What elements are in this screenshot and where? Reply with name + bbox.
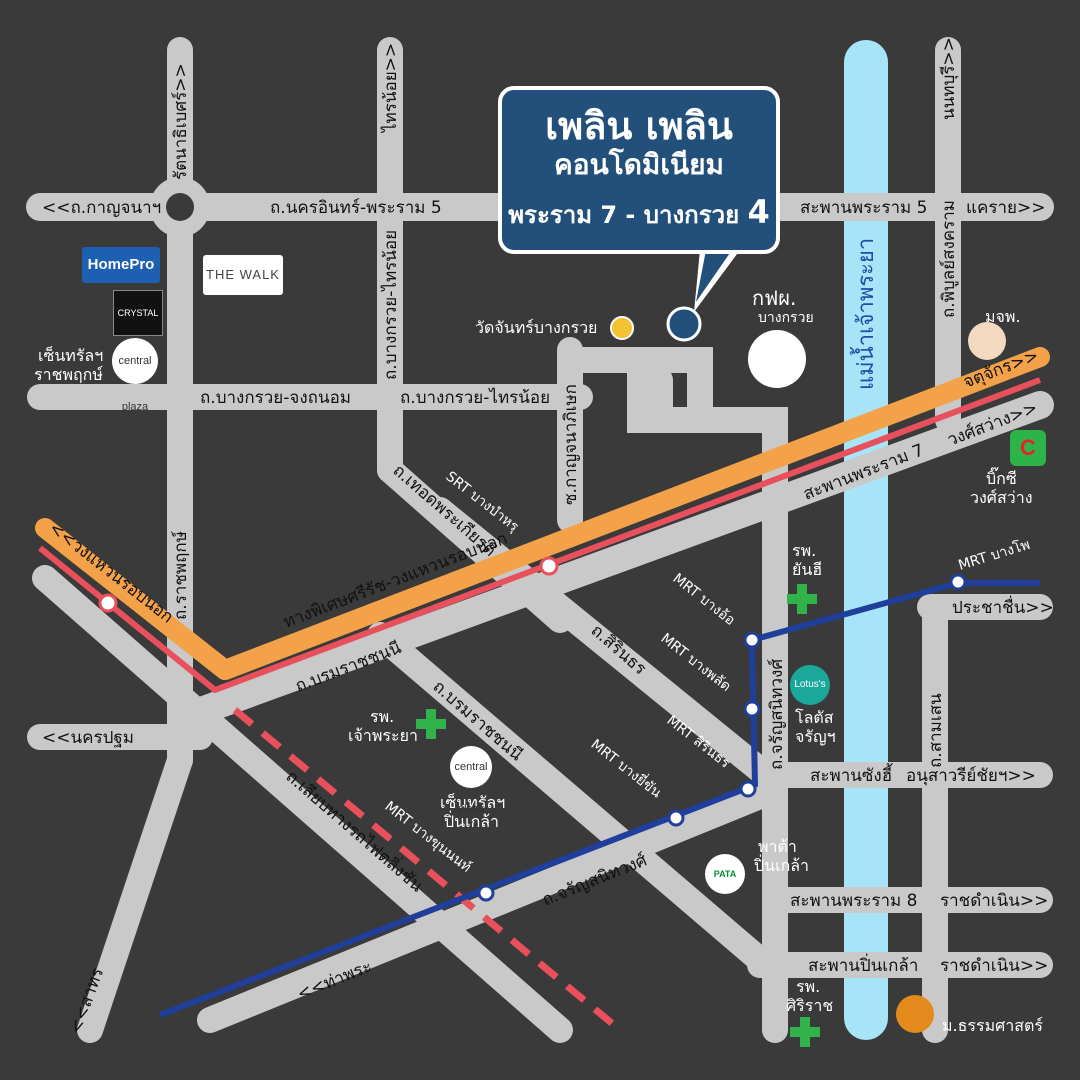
temple-marker xyxy=(610,316,634,340)
label-samsen: ถ.สามเสน xyxy=(926,693,946,768)
project-location-text: พระราม 7 - บางกรวย xyxy=(508,201,740,229)
label-siriraj-2: ศิริราช xyxy=(786,996,833,1015)
label-pata-2: ปิ่นเกล้า xyxy=(754,854,809,875)
label-wat-chan: วัดจันทร์บางกรวย xyxy=(475,318,597,337)
road-rama7-borommaratchachonnani xyxy=(176,391,1054,729)
mrt-station-bang-o xyxy=(743,631,761,649)
label-sainoi: ไทรน้อย>> xyxy=(380,43,401,134)
stations xyxy=(98,556,967,902)
label-soi-kanchanaphisek: ซ.กาญจนาภิเษก xyxy=(561,384,581,505)
mrt-station-bang-khun-non xyxy=(477,884,495,902)
road-rail-line xyxy=(32,565,573,1043)
label-central-ratchaphruek-1: เซ็นทรัลฯ xyxy=(38,345,103,365)
srt-station-west xyxy=(98,593,118,613)
label-central-pinklao-1: เซ็นทรัลฯ xyxy=(440,792,505,812)
crystal-logo: CRYSTAL xyxy=(113,290,163,336)
label-bangkruai-chongthanom: ถ.บางกรวย-จงถนอม xyxy=(200,388,351,408)
label-yanhee-2: ยันฮี xyxy=(792,560,822,579)
label-ratchadamnoen-2: ราชดำเนิน>> xyxy=(940,956,1048,976)
label-lotus-1: โลตัส xyxy=(795,708,834,727)
project-type: คอนโดมิเนียม xyxy=(554,148,724,181)
label-bigc-1: บิ๊กซี xyxy=(986,467,1017,488)
callout-pointer-inner xyxy=(696,250,732,302)
label-rama8-bridge: สะพานพระราม 8 xyxy=(790,891,917,911)
homepro-logo: HomePro xyxy=(82,247,160,283)
thewalk-logo: THE WALK xyxy=(203,255,283,295)
label-siriraj-1: รพ. xyxy=(796,977,820,996)
srt-station-bang-bamru xyxy=(539,556,559,576)
central-ratchaphruek-logo: central plaza xyxy=(112,338,158,413)
label-ratchadamnoen-1: ราชดำเนิน>> xyxy=(940,891,1048,911)
mcc-seal-icon xyxy=(968,322,1006,360)
hospital-icons xyxy=(416,584,820,1047)
hospital-icon-chaophraya xyxy=(416,709,446,739)
mrt-station-sirindhorn xyxy=(739,780,757,798)
road-sirinthorn xyxy=(427,497,773,783)
project-name: เพลิน เพลิน xyxy=(545,104,733,148)
label-sang-hi-bridge: สะพานซังฮี้ xyxy=(810,763,893,786)
label-pata-1: พาต้า xyxy=(758,837,797,856)
label-chaophraya-2: เจ้าพระยา xyxy=(348,726,418,745)
label-kanchana: <<ถ.กาญจนาฯ xyxy=(42,198,161,218)
label-chaophraya-1: รพ. xyxy=(370,707,394,726)
project-phase-number: 4 xyxy=(747,193,770,231)
label-rattanathibet: รัตนาธิเบศร์>> xyxy=(171,63,191,180)
project-title-callout: เพลิน เพลิน คอนโดมิเนียม พระราม 7 - บางก… xyxy=(498,86,780,254)
label-mcc: มจพ. xyxy=(985,307,1021,326)
mrt-station-bang-pho xyxy=(949,573,967,591)
road-borommaratchachonnani-2 xyxy=(367,622,773,973)
label-yanhee-1: รพ. xyxy=(792,541,816,560)
expressway-line xyxy=(35,347,1050,680)
label-nonthaburi: นนทบุรี>> xyxy=(939,37,959,120)
roundabout-center xyxy=(166,193,194,221)
label-central-ratchaphruek-2: ราชพฤกษ์ xyxy=(34,365,103,384)
road-charan-h xyxy=(197,777,788,1033)
road-sathon-link xyxy=(77,747,193,1043)
label-thammasat: ม.ธรรมศาสตร์ xyxy=(942,1016,1043,1035)
label-egat-2: บางกรวย xyxy=(758,310,814,326)
rail-dashed-line xyxy=(232,707,623,1033)
label-bigc-2: วงศ์สว่าง xyxy=(970,488,1033,507)
hospital-icon-yanhee xyxy=(787,584,817,614)
egat-logo xyxy=(748,330,806,388)
mrt-station-bang-phlat xyxy=(743,700,761,718)
central-pinklao-logo: central plaza xyxy=(450,746,492,815)
label-pinklao-bridge: สะพานปิ่นเกล้า xyxy=(808,953,918,976)
label-khae-rai: แคราย>> xyxy=(966,198,1045,218)
chao-phraya-river xyxy=(844,40,888,1040)
mrt-station-bang-yi-khan xyxy=(667,809,685,827)
road-egat-loop xyxy=(557,347,713,423)
label-central-pinklao-2: ปิ่นเกล้า xyxy=(444,810,499,831)
label-ratchaphruek: ถ.ราชพฤกษ์ xyxy=(171,531,191,620)
srt-line xyxy=(38,377,1042,693)
label-phibun-songkhram: ถ.พิบูลย์สงคราม xyxy=(939,200,959,318)
label-prachachuen: ประชาชื่น>> xyxy=(952,595,1054,618)
label-nakhon-in: ถ.นครอินทร์-พระราม 5 xyxy=(270,198,442,218)
pata-logo: PATA xyxy=(705,854,745,894)
lotus-logo: Lotus's xyxy=(790,665,830,705)
condo-location-marker[interactable] xyxy=(666,306,702,342)
road-charan-v xyxy=(627,347,788,1043)
label-anusawari: อนุสาวรีย์ชัยฯ>> xyxy=(906,766,1036,786)
hospital-icon-siriraj xyxy=(790,1017,820,1047)
label-bangkruai-sainoi-h: ถ.บางกรวย-ไทรน้อย xyxy=(400,387,550,408)
label-rama5-bridge: สะพานพระราม 5 xyxy=(800,198,927,218)
thammasat-seal-icon xyxy=(896,995,934,1033)
label-egat-1: กฟผ. xyxy=(752,286,796,310)
bigc-logo: C xyxy=(1010,430,1046,466)
label-charan-v: ถ.จรัญสนิทวงศ์ xyxy=(767,659,787,770)
label-bangkruai-sainoi-v: ถ.บางกรวย-ไทรน้อย xyxy=(380,230,401,380)
label-nakhon-pathom: <<นครปฐม xyxy=(42,728,134,748)
label-river: แม่น้ำเจ้าพระยา xyxy=(850,238,879,390)
label-lotus-2: จรัญฯ xyxy=(795,727,836,746)
project-location: พระราม 7 - บางกรวย 4 xyxy=(502,194,776,233)
